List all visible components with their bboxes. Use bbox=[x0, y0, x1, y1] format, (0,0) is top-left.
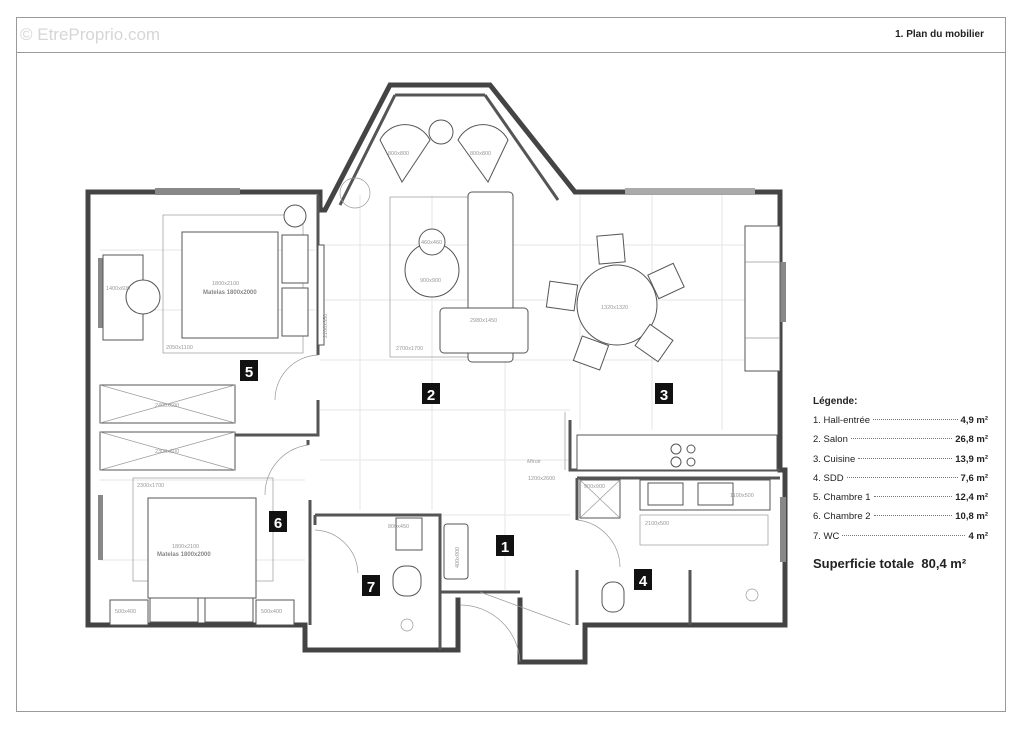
legend-row: 7. WC 4 m² bbox=[813, 531, 988, 550]
legend-label: 1. Hall-entrée bbox=[813, 415, 871, 426]
svg-text:7: 7 bbox=[367, 579, 375, 596]
svg-text:3: 3 bbox=[660, 387, 668, 404]
legend-label: 2. Salon bbox=[813, 434, 848, 446]
dim-label: 800x800 bbox=[388, 151, 409, 157]
svg-text:2: 2 bbox=[427, 387, 435, 404]
dim-label: 1400x600 bbox=[106, 286, 130, 292]
dim-label: 2700x1700 bbox=[396, 346, 423, 352]
legend-row: 4. SDD 7,6 m² bbox=[813, 473, 988, 492]
svg-text:6: 6 bbox=[274, 515, 282, 532]
dim-label: 1100x500 bbox=[730, 493, 754, 499]
legend-value: 4,9 m² bbox=[960, 415, 988, 426]
room-badge-4: 4 bbox=[634, 569, 652, 590]
legend-value: 26,8 m² bbox=[955, 434, 988, 446]
plan-title: 1. Plan du mobilier bbox=[895, 29, 984, 40]
total-area: Superficie totale 80,4 m² bbox=[813, 556, 988, 571]
legend-value: 13,9 m² bbox=[955, 453, 988, 465]
dim-label: 1800x2100 bbox=[212, 281, 239, 287]
svg-text:5: 5 bbox=[245, 364, 253, 381]
legend-label: 5. Chambre 1 bbox=[813, 492, 871, 504]
dim-label: Matelas 1800x2000 bbox=[157, 552, 211, 558]
dim-label: 900x900 bbox=[584, 484, 605, 490]
room-badge-6: 6 bbox=[269, 511, 287, 532]
legend-label: 7. WC bbox=[813, 530, 840, 542]
dim-label: 2400x600 bbox=[155, 403, 179, 409]
dim-label: 500x400 bbox=[261, 609, 282, 615]
room-badge-5: 5 bbox=[240, 360, 258, 381]
legend-row: 2. Salon 26,8 m² bbox=[813, 434, 988, 453]
dim-label: 2300x600 bbox=[155, 449, 179, 455]
dim-label: 900x900 bbox=[420, 278, 441, 284]
dim-label: 2980x1450 bbox=[470, 318, 497, 324]
legend-row: 6. Chambre 2 10,8 m² bbox=[813, 511, 988, 530]
legend-label: 3. Cuisine bbox=[813, 453, 856, 465]
legend-value: 10,8 m² bbox=[955, 511, 988, 523]
bath-and-hall-furniture bbox=[392, 412, 771, 632]
legend-label: 6. Chambre 2 bbox=[813, 511, 871, 523]
room-badge-3: 3 bbox=[655, 383, 673, 404]
dim-label: 1200x2600 bbox=[528, 476, 555, 482]
dim-label: 1320x1320 bbox=[601, 305, 628, 311]
legend-row: 1. Hall-entrée 4,9 m² bbox=[813, 415, 988, 434]
dim-label: 800x450 bbox=[388, 524, 409, 530]
dimension-labels: 1800x2100 Matelas 1800x2000 2050x1100 14… bbox=[106, 151, 754, 615]
bedroom-2-furniture bbox=[99, 431, 295, 626]
legend-value: 12,4 m² bbox=[955, 492, 988, 504]
kitchen-furniture bbox=[545, 225, 781, 471]
dim-label: 400x900 bbox=[455, 547, 461, 568]
bedroom-1-furniture bbox=[99, 204, 325, 424]
dim-label: 2100x500 bbox=[645, 521, 669, 527]
total-value: 80,4 m² bbox=[921, 556, 967, 572]
legend-label: 4. SDD bbox=[813, 472, 844, 484]
dim-label: 460x460 bbox=[421, 240, 442, 246]
dim-label: 2050x1100 bbox=[166, 345, 193, 351]
watermark: © EtreProprio.com bbox=[20, 25, 161, 44]
doors bbox=[264, 354, 621, 663]
legend-heading: Légende: bbox=[813, 396, 858, 407]
svg-text:4: 4 bbox=[639, 573, 648, 590]
room-badge-7: 7 bbox=[362, 575, 380, 596]
legend-value: 7,6 m² bbox=[960, 472, 988, 484]
dim-label: 500x400 bbox=[115, 609, 136, 615]
svg-text:1: 1 bbox=[501, 539, 509, 556]
room-badge-2: 2 bbox=[422, 383, 440, 404]
header bbox=[16, 17, 1006, 53]
legend-row: 5. Chambre 1 12,4 m² bbox=[813, 492, 988, 511]
legend-value: 4 m² bbox=[968, 530, 988, 542]
dim-label: 1800x2100 bbox=[172, 544, 199, 550]
page-frame bbox=[16, 17, 1006, 712]
dim-label: 2100x350 bbox=[323, 314, 329, 338]
dim-label: 800x800 bbox=[470, 151, 491, 157]
dim-label: 2300x1700 bbox=[137, 483, 164, 489]
dim-label: Miroir bbox=[527, 459, 542, 465]
total-label: Superficie totale bbox=[813, 556, 915, 572]
living-room-furniture bbox=[339, 119, 529, 363]
room-badge-1: 1 bbox=[496, 535, 514, 556]
legend-row: 3. Cuisine 13,9 m² bbox=[813, 454, 988, 473]
dim-label: Matelas 1800x2000 bbox=[203, 290, 257, 296]
legend: Légende: 1. Hall-entrée 4,9 m² 2. Salon 26… bbox=[813, 396, 988, 571]
windows bbox=[98, 188, 786, 562]
